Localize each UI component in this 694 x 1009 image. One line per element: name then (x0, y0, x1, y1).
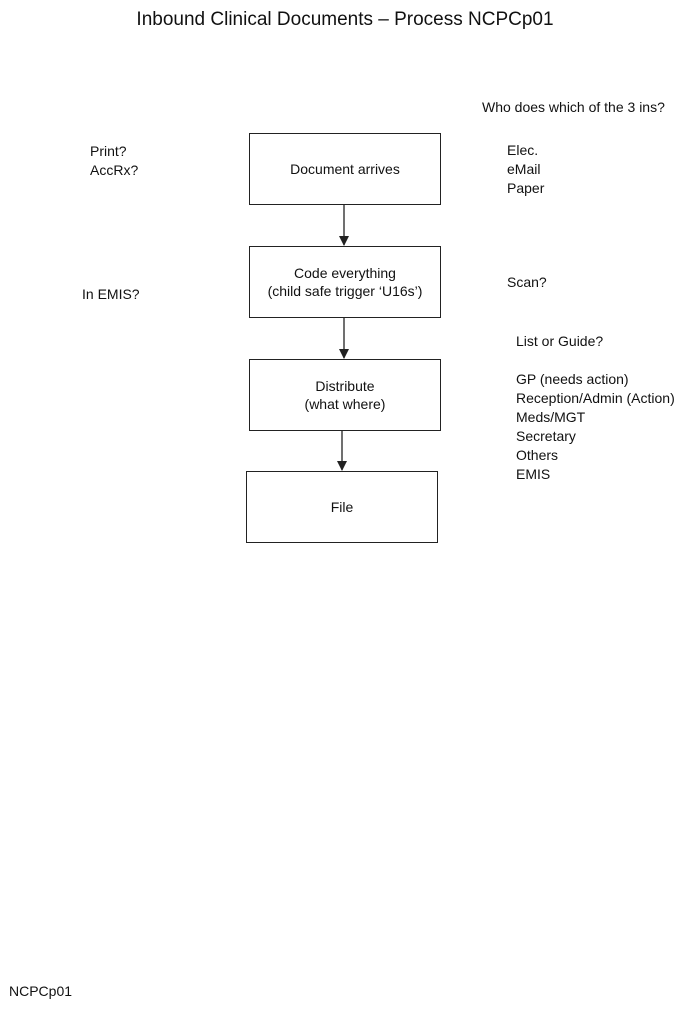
note-line: AccRx? (90, 162, 139, 178)
recipient-item: GP (needs action) (516, 371, 629, 387)
page-footer-code: NCPCp01 (9, 983, 73, 999)
recipient-item: Secretary (516, 428, 576, 444)
diagram-title: Inbound Clinical Documents – Process NCP… (136, 9, 554, 30)
note-line: Who does which of the 3 ins? (482, 99, 665, 115)
step-label: Code everything (294, 265, 396, 281)
recipient-item: Reception/Admin (Action) (516, 390, 675, 406)
note-line: List or Guide? (516, 333, 604, 349)
note-channels: Elec. eMail Paper (507, 141, 544, 198)
note-print-accrx: Print? AccRx? (90, 142, 138, 180)
channel-item: Paper (507, 180, 545, 196)
note-in-emis: In EMIS? (82, 285, 140, 304)
channel-item: Elec. (507, 142, 539, 158)
step-label: File (330, 499, 354, 515)
note-recipients: GP (needs action) Reception/Admin (Actio… (516, 370, 675, 484)
step-sublabel: (child safe trigger ‘U16s’) (267, 283, 423, 299)
note-scan: Scan? (507, 273, 547, 292)
step-file: File (246, 471, 438, 543)
step-distribute: Distribute (what where) (249, 359, 441, 431)
note-who-does: Who does which of the 3 ins? (482, 98, 665, 117)
note-line: Scan? (507, 274, 547, 290)
note-line: In EMIS? (82, 286, 140, 302)
note-line: Print? (90, 143, 127, 159)
channel-item: eMail (507, 161, 541, 177)
note-list-or-guide: List or Guide? (516, 332, 603, 351)
step-label: Document arrives (290, 161, 400, 177)
step-label: Distribute (315, 378, 375, 394)
recipient-item: EMIS (516, 466, 551, 482)
step-sublabel: (what where) (304, 396, 386, 412)
step-document-arrives: Document arrives (249, 133, 441, 205)
recipient-item: Meds/MGT (516, 409, 586, 425)
recipient-item: Others (516, 447, 559, 463)
step-code-everything: Code everything (child safe trigger ‘U16… (249, 246, 441, 318)
